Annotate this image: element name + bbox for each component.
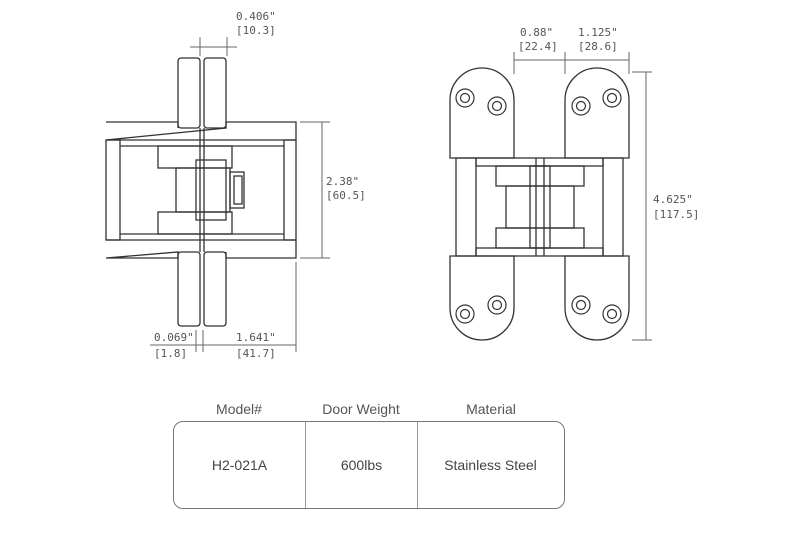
screw-hole xyxy=(455,304,475,324)
dim-depth-in: 1.641" xyxy=(236,331,276,344)
screw-holes xyxy=(455,88,622,324)
dim-leaf-mm: [28.6] xyxy=(578,40,618,53)
dim-length-mm: [117.5] xyxy=(653,208,699,221)
header-material: Material xyxy=(466,401,516,417)
dim-length-in: 4.625" xyxy=(653,193,693,206)
screw-hole xyxy=(571,96,591,116)
dim-leaf-in: 1.125" xyxy=(578,26,618,39)
hinge-side-view xyxy=(105,57,297,327)
table-divider xyxy=(417,422,418,508)
screw-hole xyxy=(602,304,622,324)
dim-offset-mm: [1.8] xyxy=(154,347,187,360)
cell-model: H2-021A xyxy=(211,457,268,473)
dim-height-in: 2.38" xyxy=(326,175,359,188)
dim-depth-mm: [41.7] xyxy=(236,347,276,360)
dim-gap-in: 0.88" xyxy=(520,26,553,39)
front-dimension-lines xyxy=(513,52,652,341)
screw-hole xyxy=(455,88,475,108)
screw-hole xyxy=(602,88,622,108)
dim-gap-mm: [22.4] xyxy=(518,40,558,53)
cell-material: Stainless Steel xyxy=(444,457,537,473)
dim-height-mm: [60.5] xyxy=(326,189,366,202)
screw-hole xyxy=(487,96,507,116)
dim-pin-in: 0.406" xyxy=(236,10,276,23)
side-dimension-lines xyxy=(150,37,330,352)
header-door-weight: Door Weight xyxy=(322,401,400,417)
spec-table: H2-021A 600lbs Stainless Steel xyxy=(173,421,565,509)
table-divider xyxy=(305,422,306,508)
header-model: Model# xyxy=(216,401,262,417)
screw-hole xyxy=(487,295,507,315)
screw-hole xyxy=(571,295,591,315)
hinge-drawing: 0.406" [10.3] 2.38" [60.5] 0.069" [1.8] … xyxy=(105,10,699,360)
dim-offset-in: 0.069" xyxy=(154,331,194,344)
dim-pin-mm: [10.3] xyxy=(236,24,276,37)
cell-door-weight: 600lbs xyxy=(340,457,383,473)
hinge-front-view xyxy=(449,67,630,341)
